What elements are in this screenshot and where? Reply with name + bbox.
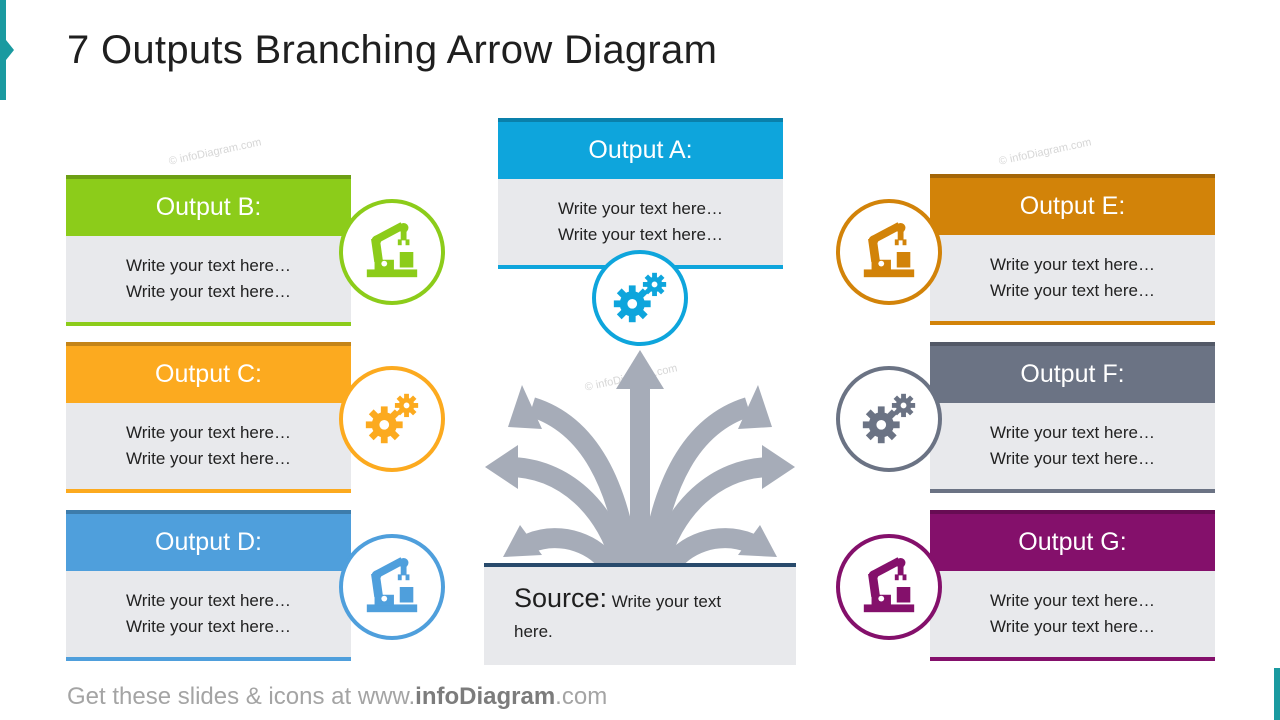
robot-arm-icon — [361, 221, 423, 283]
footer-suffix: .com — [555, 683, 608, 710]
output-a-icon-circle — [592, 250, 688, 346]
watermark: © infoDiagram.com — [167, 136, 263, 168]
output-b-card: Output B: Write your text here… Write yo… — [66, 175, 351, 326]
gears-icon — [858, 388, 920, 450]
output-e-line-1: Write your text here… — [989, 255, 1156, 274]
watermark: © infoDiagram.com — [997, 136, 1093, 168]
output-f-body: Write your text here… Write your text he… — [930, 403, 1215, 489]
output-a-card: Output A: Write your text here… Write yo… — [498, 118, 783, 269]
source-text-block: Source: Write your text here. — [514, 583, 764, 647]
source-description: Write your text here. — [514, 592, 722, 641]
output-e-line-2: Write your text here… — [989, 281, 1156, 300]
output-g-body: Write your text here… Write your text he… — [930, 571, 1215, 657]
output-g-header: Output G: — [930, 510, 1215, 571]
output-d-body: Write your text here… Write your text he… — [66, 571, 351, 657]
output-a-line-1: Write your text here… — [557, 199, 724, 218]
output-f-line-2: Write your text here… — [989, 449, 1156, 468]
output-e-body: Write your text here… Write your text he… — [930, 235, 1215, 321]
footer-brand: infoDiagram — [415, 683, 556, 710]
output-a-header: Output A: — [498, 118, 783, 179]
source-label: Source: — [514, 583, 608, 613]
output-a-title: Output A: — [588, 136, 693, 164]
output-b-line-1: Write your text here… — [125, 256, 292, 275]
output-f-icon-circle — [836, 366, 942, 472]
output-c-line-2: Write your text here… — [125, 449, 292, 468]
output-d-header: Output D: — [66, 510, 351, 571]
source-box: Source: Write your text here. — [484, 563, 796, 665]
output-c-body: Write your text here… Write your text he… — [66, 403, 351, 489]
output-b-title: Output B: — [155, 193, 262, 221]
output-g-card: Output G: Write your text here… Write yo… — [930, 510, 1215, 661]
output-d-footer-bar — [66, 657, 351, 661]
output-c-line-1: Write your text here… — [125, 423, 292, 442]
output-f-header: Output F: — [930, 342, 1215, 403]
output-b-header: Output B: — [66, 175, 351, 236]
output-e-card: Output E: Write your text here… Write yo… — [930, 174, 1215, 325]
accent-notch — [6, 40, 14, 60]
output-b-footer-bar — [66, 322, 351, 326]
output-a-body: Write your text here… Write your text he… — [498, 179, 783, 265]
output-g-title: Output G: — [1018, 528, 1127, 556]
output-f-title: Output F: — [1020, 360, 1125, 388]
corner-mark — [1274, 668, 1280, 720]
output-b-line-2: Write your text here… — [125, 282, 292, 301]
output-g-icon-circle — [836, 534, 942, 640]
output-d-icon-circle — [339, 534, 445, 640]
arrow-heads — [485, 350, 795, 557]
output-d-line-2: Write your text here… — [125, 617, 292, 636]
output-b-body: Write your text here… Write your text he… — [66, 236, 351, 322]
gears-icon — [361, 388, 423, 450]
output-f-card: Output F: Write your text here… Write yo… — [930, 342, 1215, 493]
arrow-stems — [507, 385, 773, 567]
output-e-icon-circle — [836, 199, 942, 305]
output-b-icon-circle — [339, 199, 445, 305]
footer-prefix: Get these slides & icons at www. — [67, 683, 416, 710]
output-g-footer-bar — [930, 657, 1215, 661]
robot-arm-icon — [858, 556, 920, 618]
robot-arm-icon — [361, 556, 423, 618]
output-d-line-1: Write your text here… — [125, 591, 292, 610]
output-c-icon-circle — [339, 366, 445, 472]
output-e-title: Output E: — [1019, 192, 1126, 220]
output-e-header: Output E: — [930, 174, 1215, 235]
branching-arrows — [485, 350, 795, 567]
page-title: 7 Outputs Branching Arrow Diagram — [67, 28, 718, 72]
output-f-line-1: Write your text here… — [989, 423, 1156, 442]
output-e-footer-bar — [930, 321, 1215, 325]
output-g-line-1: Write your text here… — [989, 591, 1156, 610]
gears-icon — [609, 267, 671, 329]
output-c-header: Output C: — [66, 342, 351, 403]
output-f-footer-bar — [930, 489, 1215, 493]
accent-bar — [0, 0, 6, 100]
output-d-card: Output D: Write your text here… Write yo… — [66, 510, 351, 661]
output-c-title: Output C: — [155, 360, 262, 388]
output-d-title: Output D: — [155, 528, 262, 556]
output-a-line-2: Write your text here… — [557, 225, 724, 244]
output-g-line-2: Write your text here… — [989, 617, 1156, 636]
output-c-card: Output C: Write your text here… Write yo… — [66, 342, 351, 493]
robot-arm-icon — [858, 221, 920, 283]
footer-credit: Get these slides & icons at www.infoDiag… — [67, 683, 607, 711]
output-c-footer-bar — [66, 489, 351, 493]
